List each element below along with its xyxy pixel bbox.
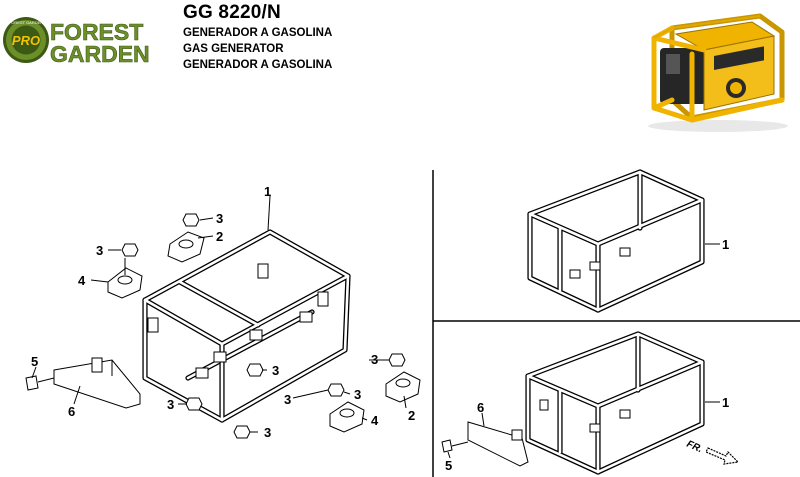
- model-title: GG 8220/N: [183, 2, 281, 23]
- callout-mount-c: 4: [78, 273, 86, 288]
- bracket-6: [53, 357, 141, 409]
- callout-nut-bottom: 3: [264, 425, 271, 440]
- forest-garden-logo: PRO FOREST GARDEN FOREST GARDEN: [3, 17, 150, 66]
- bolt-5-br: [441, 439, 469, 453]
- callout-mount-d: 4: [371, 413, 379, 428]
- callout-bolt-br: 5: [445, 458, 452, 473]
- callout-bracket-br: 6: [477, 400, 484, 415]
- callout-nut-low-mid: 3: [284, 392, 291, 407]
- frame-top-right: [527, 169, 705, 313]
- mount-4-bottom: [329, 401, 365, 433]
- callout-bracket: 6: [68, 404, 75, 419]
- callout-mount-b: 2: [408, 408, 415, 423]
- bolt-5: [25, 375, 55, 391]
- callout-nut-left: 3: [96, 243, 103, 258]
- svg-text:GARDEN: GARDEN: [50, 41, 150, 66]
- exploded-frame: [142, 229, 351, 423]
- callout-nut-low-right: 3: [354, 387, 361, 402]
- subtitle-spanish-2: GENERADOR A GASOLINA: [183, 59, 333, 71]
- nut-3-left: [121, 243, 139, 257]
- callout-nut-top: 3: [216, 211, 223, 226]
- parts-diagram: 1 2 3 3 4 3 3 3 3 3 2 4 3 5 6 1: [25, 169, 800, 477]
- callout-frame-top-right: 1: [722, 237, 729, 252]
- bracket-6-br: [467, 421, 529, 467]
- generator-photo: [648, 13, 788, 132]
- header: PRO FOREST GARDEN FOREST GARDEN GG 8220/…: [0, 0, 800, 140]
- svg-text:FOREST: FOREST: [50, 19, 143, 45]
- svg-text:FOREST GARDEN: FOREST GARDEN: [9, 20, 43, 25]
- callout-frame-bottom-right: 1: [722, 395, 729, 410]
- callout-mount-a: 2: [216, 229, 223, 244]
- direction-arrow: FR.: [685, 439, 740, 465]
- nut-3-right: [388, 353, 406, 367]
- mount-4-left: [107, 258, 143, 299]
- callout-bolt: 5: [31, 354, 38, 369]
- callout-nut-right: 3: [371, 352, 378, 367]
- nut-3-top: [182, 213, 200, 227]
- mount-2-right: [385, 371, 421, 403]
- frame-bottom-right: [525, 331, 705, 475]
- svg-text:FR.: FR.: [685, 439, 704, 456]
- subtitle-english: GAS GENERATOR: [183, 43, 284, 55]
- arrow-right-icon: [705, 447, 740, 465]
- callout-nut-mid: 3: [272, 363, 279, 378]
- subtitle-spanish: GENERADOR A GASOLINA: [183, 27, 333, 39]
- svg-text:PRO: PRO: [12, 33, 40, 48]
- callout-frame: 1: [264, 184, 271, 199]
- mount-2-top: [167, 231, 205, 263]
- callout-nut-low-left: 3: [167, 397, 174, 412]
